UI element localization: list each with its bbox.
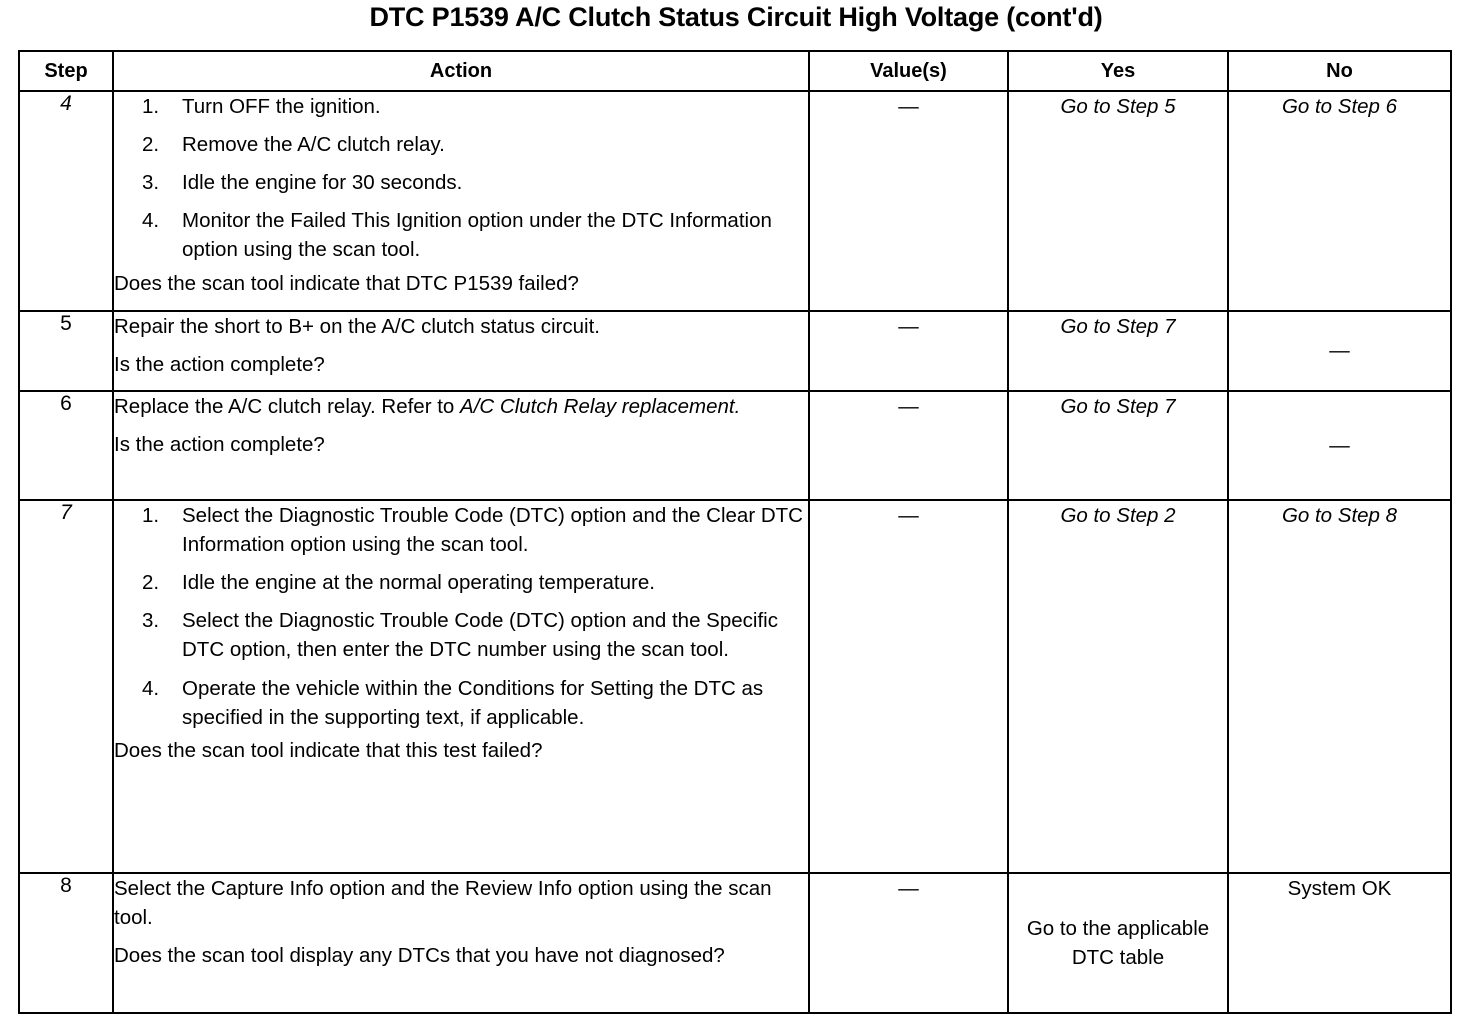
value-cell: —	[808, 499, 1009, 874]
list-marker: 1.	[142, 504, 160, 527]
value-text: —	[898, 395, 919, 418]
value-cell: —	[808, 310, 1009, 392]
statement-reference: A/C Clutch Relay replacement.	[460, 395, 741, 418]
list-text: Select the Diagnostic Trouble Code (DTC)…	[182, 609, 778, 662]
list-item: 1. Select the Diagnostic Trouble Code (DT…	[114, 501, 808, 559]
action-question: Does the scan tool indicate that this te…	[114, 738, 543, 762]
yes-text: Go to Step 7	[1060, 315, 1176, 338]
table-row: 5 Repair the short to B+ on the A/C clut…	[18, 310, 1452, 392]
step-number: 4	[18, 90, 114, 312]
list-item: 2. Remove the A/C clutch relay.	[114, 130, 808, 159]
no-text: —	[1329, 339, 1350, 363]
list-marker: 4.	[142, 209, 160, 233]
header-step: Step	[18, 50, 114, 92]
value-cell: —	[808, 390, 1009, 501]
yes-cell: Go to Step 2	[1007, 499, 1229, 874]
list-text: Select the Diagnostic Trouble Code (DTC)…	[182, 504, 803, 557]
header-action: Action	[112, 50, 810, 92]
yes-text: Go to Step 7	[1060, 395, 1176, 418]
table-row: 7 1. Select the Diagnostic Trouble Code (…	[18, 499, 1452, 874]
list-item: 1. Turn OFF the ignition.	[114, 92, 808, 121]
header-yes: Yes	[1007, 50, 1229, 92]
value-text: —	[898, 315, 919, 338]
list-text: Idle the engine for 30 seconds.	[182, 171, 463, 195]
step-number: 8	[18, 872, 114, 1014]
list-item: 4. Operate the vehicle within the Conditi…	[114, 674, 808, 732]
table-body: 4 1. Turn OFF the ignition. 2. Remove the …	[18, 90, 1452, 1014]
header-no: No	[1227, 50, 1452, 92]
no-text: —	[1329, 433, 1350, 457]
value-cell: —	[808, 90, 1009, 312]
diagnostic-table: Step Action Value(s) Yes No 4 1. Turn OFF…	[18, 50, 1452, 1014]
no-text: System OK	[1287, 877, 1392, 900]
no-text: Go to Step 8	[1281, 504, 1398, 527]
list-text: Operate the vehicle within the Condition…	[182, 676, 764, 729]
yes-cell: Go to Step 5	[1007, 90, 1229, 312]
list-marker: 2.	[142, 133, 160, 157]
no-cell: Go to Step 6	[1227, 90, 1452, 312]
action-question: Is the action complete?	[114, 433, 325, 457]
action-cell: Replace the A/C clutch relay. Refer to A…	[112, 390, 810, 501]
action-cell: 1. Turn OFF the ignition. 2. Remove the A/…	[112, 90, 810, 312]
list-marker: 3.	[142, 609, 160, 633]
yes-text: Go to Step 5	[1060, 95, 1176, 118]
no-cell: —	[1227, 390, 1452, 501]
list-item: 4. Monitor the Failed This Ignition optio…	[114, 206, 808, 264]
action-question: Does the scan tool display any DTCs that…	[114, 944, 725, 968]
page-title: DTC P1539 A/C Clutch Status Circuit High…	[369, 2, 1103, 32]
list-item: 2. Idle the engine at the normal operatin…	[114, 568, 808, 597]
action-list: 1. Select the Diagnostic Trouble Code (DT…	[114, 501, 808, 732]
action-cell: 1. Select the Diagnostic Trouble Code (DT…	[112, 499, 810, 874]
no-cell: System OK	[1227, 872, 1452, 1014]
header-value: Value(s)	[808, 50, 1009, 92]
list-marker: 1.	[142, 95, 160, 118]
no-cell: Go to Step 8	[1227, 499, 1452, 874]
list-marker: 2.	[142, 571, 160, 595]
action-question: Is the action complete?	[114, 353, 325, 377]
action-cell: Select the Capture Info option and the R…	[112, 872, 810, 1014]
value-text: —	[898, 877, 919, 900]
list-item: 3. Select the Diagnostic Trouble Code (DT…	[114, 606, 808, 664]
list-item: 3. Idle the engine for 30 seconds.	[114, 168, 808, 197]
list-text: Turn OFF the ignition.	[182, 95, 381, 118]
action-list: 1. Turn OFF the ignition. 2. Remove the A/…	[114, 92, 808, 265]
yes-cell: Go to the applicable DTC table	[1007, 872, 1229, 1014]
statement-lead: Replace the A/C clutch relay. Refer to	[114, 395, 461, 418]
action-statement: Replace the A/C clutch relay. Refer to A…	[114, 392, 808, 421]
table-header: Step Action Value(s) Yes No	[18, 50, 1452, 92]
table-row: 6 Replace the A/C clutch relay. Refer to…	[18, 390, 1452, 501]
yes-cell: Go to Step 7	[1007, 310, 1229, 392]
value-text: —	[898, 504, 919, 527]
value-cell: —	[808, 872, 1009, 1014]
no-cell: —	[1227, 310, 1452, 392]
action-statement: Select the Capture Info option and the R…	[114, 877, 772, 930]
action-cell: Repair the short to B+ on the A/C clutch…	[112, 310, 810, 392]
header-row: Step Action Value(s) Yes No	[18, 50, 1452, 92]
step-number: 5	[18, 310, 114, 392]
yes-text: Go to the applicable DTC table	[1026, 916, 1210, 969]
list-text: Monitor the Failed This Ignition option …	[182, 209, 772, 262]
step-number: 6	[18, 390, 114, 501]
value-text: —	[898, 95, 919, 118]
list-marker: 4.	[142, 676, 160, 700]
list-text: Remove the A/C clutch relay.	[182, 133, 445, 157]
action-statement: Repair the short to B+ on the A/C clutch…	[114, 315, 600, 338]
action-question: Does the scan tool indicate that DTC P15…	[114, 271, 579, 295]
yes-text: Go to Step 2	[1060, 504, 1176, 527]
list-text: Idle the engine at the normal operating …	[182, 571, 655, 595]
no-text: Go to Step 6	[1281, 95, 1398, 118]
table-row: 4 1. Turn OFF the ignition. 2. Remove the …	[18, 90, 1452, 312]
table-row: 8 Select the Capture Info option and the…	[18, 872, 1452, 1014]
yes-cell: Go to Step 7	[1007, 390, 1229, 501]
list-marker: 3.	[142, 171, 160, 195]
step-number: 7	[18, 499, 114, 874]
